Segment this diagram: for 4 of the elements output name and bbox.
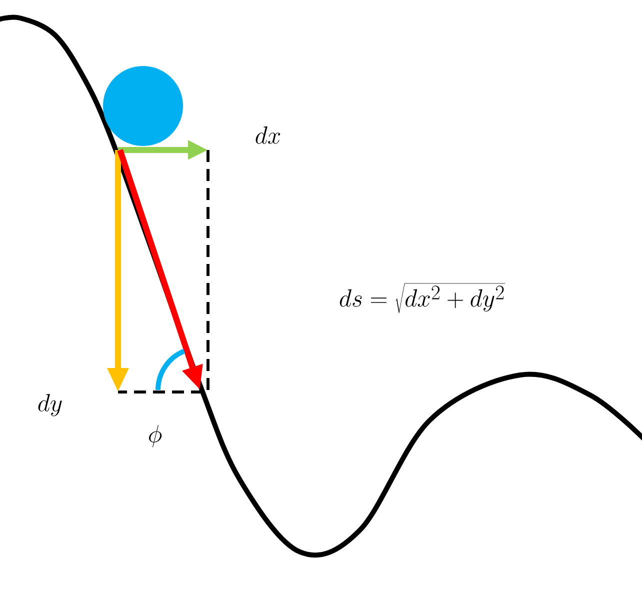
math-label: $dx$ [256,126,280,144]
math-label: $ds = \sqrt{dx^2 + dy^2}$ [340,283,506,314]
math-label: $dy$ [38,394,62,416]
math-label: $\phi$ [149,424,162,448]
